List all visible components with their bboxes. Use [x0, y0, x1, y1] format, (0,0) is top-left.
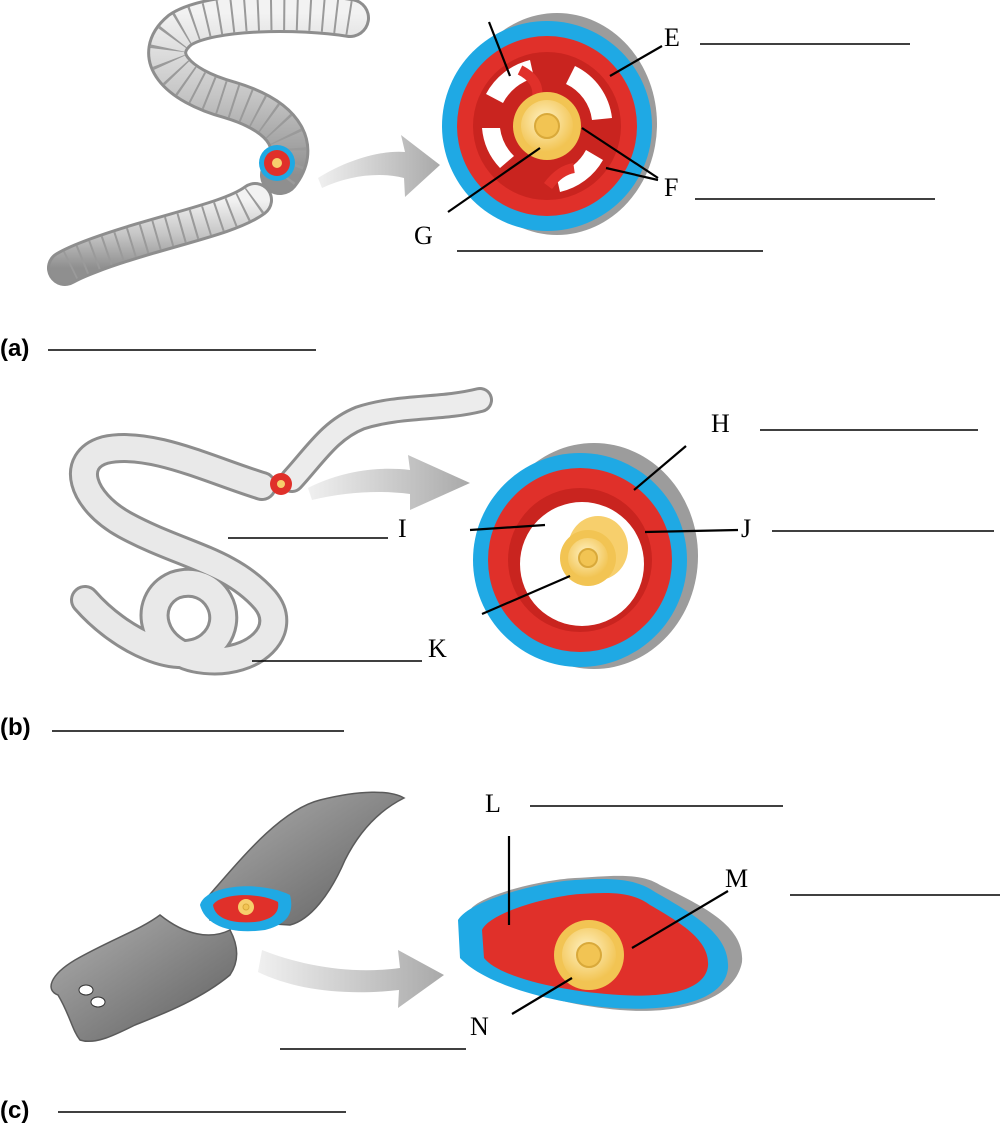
label-m: M	[725, 864, 748, 893]
label-e: E	[664, 23, 680, 52]
label-n: N	[470, 1012, 489, 1041]
panel-b-caption: (b)	[0, 714, 31, 741]
arrow-a	[318, 135, 440, 197]
arrow-c	[258, 950, 444, 1008]
label-f: F	[664, 173, 678, 202]
segmented-worm-illustration	[65, 13, 350, 268]
panel-c-caption: (c)	[0, 1097, 29, 1124]
arrow-b	[308, 455, 470, 510]
panel-a-caption: (a)	[0, 335, 29, 362]
cross-section-c	[458, 876, 742, 1011]
label-g: G	[414, 221, 433, 250]
cross-section-b	[473, 443, 698, 669]
label-i: I	[398, 514, 407, 543]
panel-a: E F G (a)	[0, 13, 935, 362]
panel-b: H I J K (b)	[0, 400, 994, 741]
label-k: K	[428, 634, 447, 663]
roundworm-illustration	[84, 400, 480, 660]
flatworm-illustration	[51, 792, 404, 1041]
label-h: H	[711, 409, 730, 438]
cross-section-a	[442, 13, 657, 235]
panel-c: L M N (c)	[0, 789, 1000, 1124]
label-j: J	[741, 514, 751, 543]
label-l: L	[485, 789, 501, 818]
